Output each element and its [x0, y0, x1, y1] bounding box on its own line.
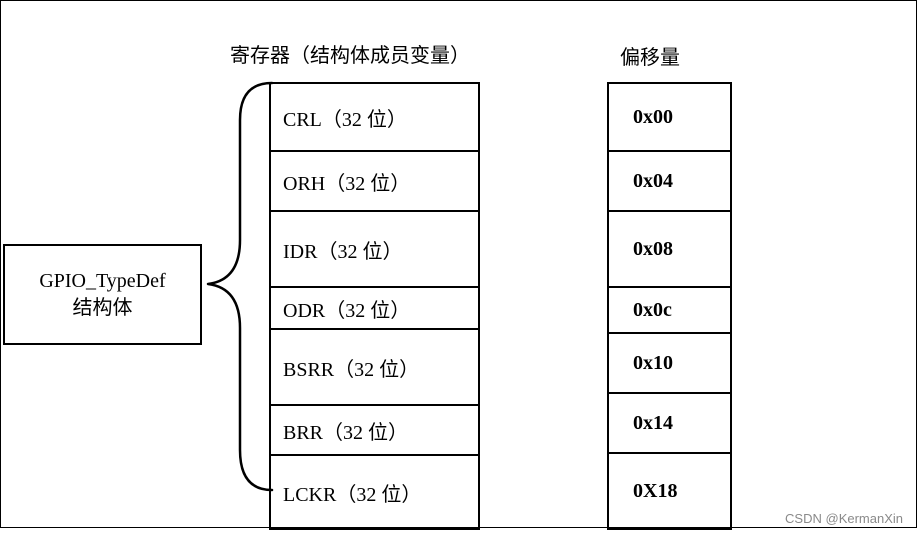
curly-brace: [206, 81, 274, 492]
register-name: LCKR（32 位）: [283, 483, 422, 506]
registers-header: 寄存器（结构体成员变量）: [230, 45, 470, 67]
watermark-text: CSDN @KermanXin: [785, 511, 903, 526]
offset-value: 0x04: [633, 169, 673, 192]
offset-cell-2: 0x08: [607, 210, 732, 288]
offset-value: 0x10: [633, 351, 673, 374]
register-cell-lckr: LCKR（32 位）: [269, 454, 480, 530]
offset-cell-0: 0x00: [607, 82, 732, 152]
register-cell-idr: IDR（32 位）: [269, 210, 480, 288]
offset-value: 0x08: [633, 237, 673, 260]
register-name: IDR（32 位）: [283, 240, 403, 263]
register-name: BRR（32 位）: [283, 421, 409, 444]
offset-value: 0X18: [633, 479, 678, 502]
offset-cell-1: 0x04: [607, 150, 732, 212]
offset-column: 0x00 0x04 0x08 0x0c 0x10 0x14 0X18: [607, 82, 732, 530]
register-name: BSRR（32 位）: [283, 358, 420, 381]
register-name: ORH（32 位）: [283, 172, 411, 195]
offset-cell-3: 0x0c: [607, 286, 732, 334]
offset-cell-4: 0x10: [607, 332, 732, 394]
struct-box: GPIO_TypeDef 结构体: [3, 244, 202, 345]
offset-value: 0x0c: [633, 298, 672, 321]
register-cell-crl: CRL（32 位）: [269, 82, 480, 152]
offset-header: 偏移量: [620, 47, 680, 69]
register-cell-brr: BRR（32 位）: [269, 404, 480, 456]
offset-value: 0x00: [633, 105, 673, 128]
register-name: ODR（32 位）: [283, 299, 411, 322]
offset-cell-6: 0X18: [607, 452, 732, 530]
struct-name: GPIO_TypeDef: [39, 269, 166, 292]
offset-value: 0x14: [633, 411, 673, 434]
register-name: CRL（32 位）: [283, 108, 407, 131]
register-cell-bsrr: BSRR（32 位）: [269, 328, 480, 406]
struct-label: 结构体: [72, 296, 133, 319]
register-cell-odr: ODR（32 位）: [269, 286, 480, 330]
offset-cell-5: 0x14: [607, 392, 732, 454]
register-column: CRL（32 位） ORH（32 位） IDR（32 位） ODR（32 位） …: [269, 82, 480, 530]
brace-path: [206, 81, 274, 492]
register-cell-orh: ORH（32 位）: [269, 150, 480, 212]
